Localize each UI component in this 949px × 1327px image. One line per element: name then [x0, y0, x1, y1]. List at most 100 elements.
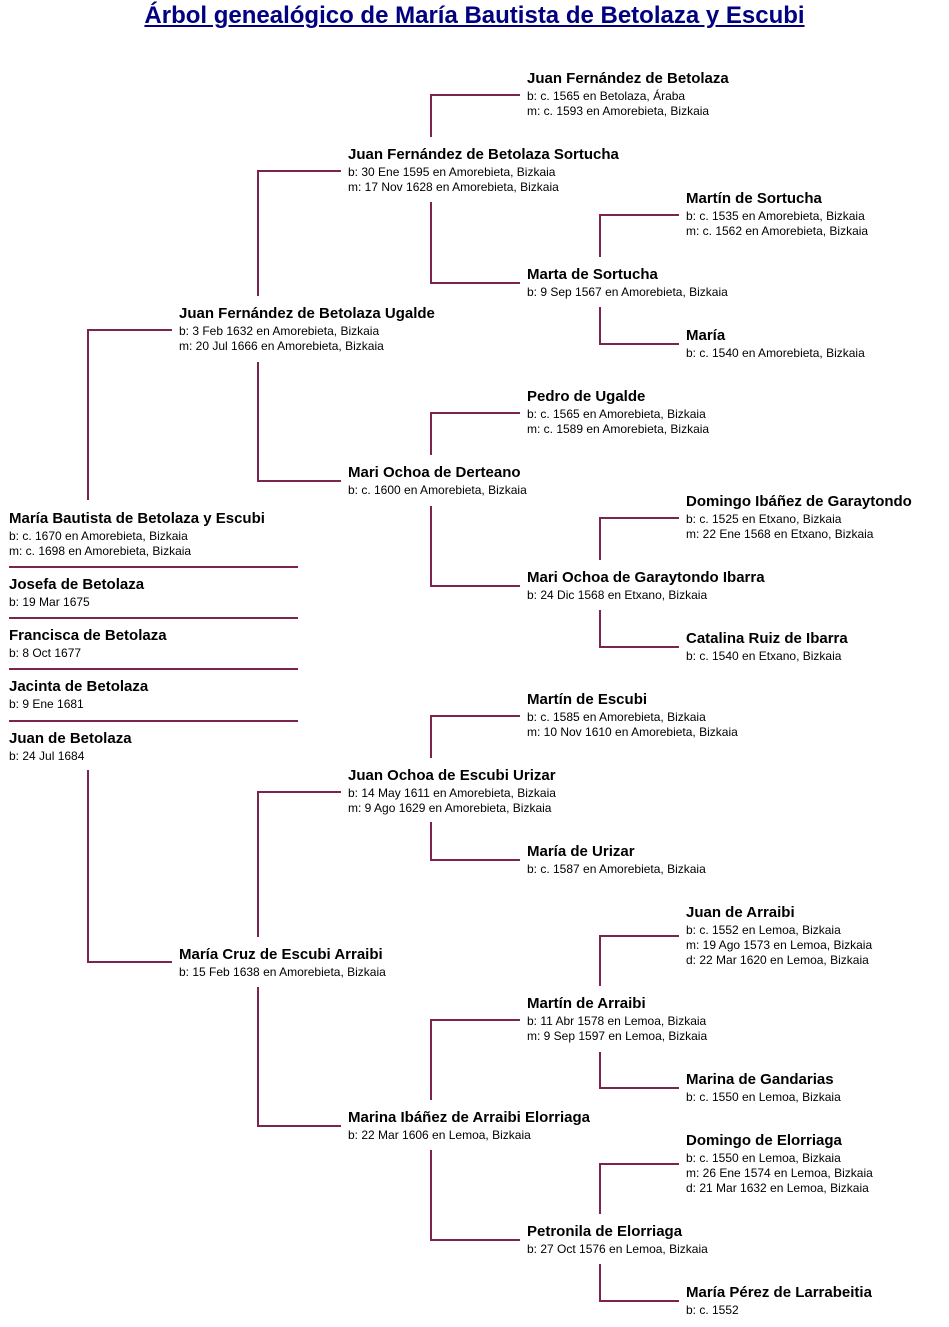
person-detail: b: c. 1552 en Lemoa, Bizkaia	[686, 923, 841, 937]
person-name: María Bautista de Betolaza y Escubi	[9, 510, 265, 527]
person-ffmf: Martín de Sortucha b: c. 1535 en Amorebie…	[686, 189, 868, 239]
connector-mf-father	[430, 715, 520, 758]
person-detail: b: 11 Abr 1578 en Lemoa, Bizkaia	[527, 1014, 707, 1028]
connector-fm-father	[430, 412, 520, 455]
connector-fm-mother	[430, 506, 520, 587]
person-detail: b: 9 Ene 1681	[9, 697, 84, 711]
connector-mf-mother	[430, 822, 520, 861]
person-detail: b: c. 1540 en Amorebieta, Bizkaia	[686, 346, 865, 360]
person-name: María Pérez de Larrabeitia	[686, 1284, 872, 1301]
person-detail: b: 19 Mar 1675	[9, 595, 90, 609]
person-m: María Cruz de Escubi Arraibi b: 15 Feb 16…	[179, 945, 386, 980]
person-mmmm: María Pérez de Larrabeitia b: c. 1552	[686, 1283, 872, 1318]
connector-mmf-father	[599, 935, 679, 986]
person-detail: b: 24 Jul 1684	[9, 749, 85, 763]
person-name: Martín de Sortucha	[686, 190, 822, 207]
person-detail: b: c. 1600 en Amorebieta, Bizkaia	[348, 483, 527, 497]
person-name: Mari Ochoa de Garaytondo Ibarra	[527, 569, 765, 586]
connector-mm-father	[430, 1019, 520, 1100]
person-name: Catalina Ruiz de Ibarra	[686, 630, 848, 647]
person-name: María	[686, 327, 726, 344]
connector-fmm-father	[599, 517, 679, 560]
person-detail: b: c. 1565 en Betolaza, Áraba	[527, 89, 686, 103]
person-mmmf: Domingo de Elorriaga b: c. 1550 en Lemoa,…	[686, 1131, 873, 1196]
person-ffmm: María b: c. 1540 en Amorebieta, Bizkaia	[686, 326, 865, 361]
person-detail: m: 17 Nov 1628 en Amorebieta, Bizkaia	[348, 180, 559, 194]
person-detail: b: 24 Dic 1568 en Etxano, Bizkaia	[527, 588, 708, 602]
person-name: Martín de Arraibi	[527, 995, 646, 1012]
person-detail: m: c. 1562 en Amorebieta, Bizkaia	[686, 224, 869, 238]
connector-mother	[87, 770, 172, 963]
connector-mmm-father	[599, 1163, 679, 1214]
person-fm: Mari Ochoa de Derteano b: c. 1600 en Amor…	[348, 463, 527, 498]
person-detail: b: c. 1565 en Amorebieta, Bizkaia	[527, 407, 706, 421]
person-name: Francisca de Betolaza	[9, 627, 167, 644]
person-name: Juan Fernández de Betolaza Ugalde	[179, 305, 435, 322]
person-detail: b: c. 1550 en Lemoa, Bizkaia	[686, 1151, 841, 1165]
person-detail: b: 30 Ene 1595 en Amorebieta, Bizkaia	[348, 165, 556, 179]
person-fmm: Mari Ochoa de Garaytondo Ibarra b: 24 Dic…	[527, 568, 765, 603]
person-name: Juan Ochoa de Escubi Urizar	[348, 767, 556, 784]
connector-m-mother	[257, 987, 341, 1127]
person-detail: b: c. 1587 en Amorebieta, Bizkaia	[527, 862, 706, 876]
connector-father	[87, 329, 172, 500]
person-sib3: Jacinta de Betolaza b: 9 Ene 1681	[9, 677, 148, 712]
connector-ffm-father	[599, 214, 679, 257]
person-detail: m: c. 1593 en Amorebieta, Bizkaia	[527, 104, 710, 118]
person-sib2: Francisca de Betolaza b: 8 Oct 1677	[9, 626, 167, 661]
person-name: Juan Fernández de Betolaza	[527, 70, 729, 87]
person-name: María Cruz de Escubi Arraibi	[179, 946, 383, 963]
connector-ff-mother	[430, 202, 520, 284]
connector-mm-mother	[430, 1150, 520, 1241]
person-detail: b: c. 1585 en Amorebieta, Bizkaia	[527, 710, 706, 724]
person-mmm: Petronila de Elorriaga b: 27 Oct 1576 en …	[527, 1222, 708, 1257]
connector-f-father	[257, 170, 341, 296]
person-detail: m: c. 1698 en Amorebieta, Bizkaia	[9, 544, 192, 558]
connector-mmm-mother	[599, 1264, 679, 1302]
person-detail: b: 15 Feb 1638 en Amorebieta, Bizkaia	[179, 965, 386, 979]
person-name: Domingo de Elorriaga	[686, 1132, 842, 1149]
person-detail: b: c. 1670 en Amorebieta, Bizkaia	[9, 529, 188, 543]
person-detail: b: c. 1550 en Lemoa, Bizkaia	[686, 1090, 841, 1104]
person-name: Mari Ochoa de Derteano	[348, 464, 521, 481]
person-name: María de Urizar	[527, 843, 635, 860]
person-detail: b: 3 Feb 1632 en Amorebieta, Bizkaia	[179, 324, 380, 338]
person-fff: Juan Fernández de Betolaza b: c. 1565 en …	[527, 69, 729, 119]
person-detail: m: 9 Ago 1629 en Amorebieta, Bizkaia	[348, 801, 552, 815]
person-detail: b: 27 Oct 1576 en Lemoa, Bizkaia	[527, 1242, 708, 1256]
person-name: Marina Ibáñez de Arraibi Elorriaga	[348, 1109, 591, 1126]
person-name: Juan Fernández de Betolaza Sortucha	[348, 146, 619, 163]
person-name: Marta de Sortucha	[527, 266, 658, 283]
person-detail: m: 26 Ene 1574 en Lemoa, Bizkaia	[686, 1166, 873, 1180]
person-name: Jacinta de Betolaza	[9, 678, 149, 695]
connector-mmf-mother	[599, 1052, 679, 1089]
person-detail: b: 9 Sep 1567 en Amorebieta, Bizkaia	[527, 285, 728, 299]
person-detail: d: 22 Mar 1620 en Lemoa, Bizkaia	[686, 953, 869, 967]
person-mf: Juan Ochoa de Escubi Urizar b: 14 May 161…	[348, 766, 556, 816]
connector-m-father	[257, 791, 341, 937]
person-detail: b: 14 May 1611 en Amorebieta, Bizkaia	[348, 786, 556, 800]
person-name: Petronila de Elorriaga	[527, 1223, 683, 1240]
person-ff: Juan Fernández de Betolaza Sortucha b: 30…	[348, 145, 619, 195]
person-detail: m: 10 Nov 1610 en Amorebieta, Bizkaia	[527, 725, 738, 739]
person-detail: d: 21 Mar 1632 en Lemoa, Bizkaia	[686, 1181, 869, 1195]
connector-fmm-mother	[599, 610, 679, 648]
person-detail: m: 22 Ene 1568 en Etxano, Bizkaia	[686, 527, 874, 541]
person-name: Domingo Ibáñez de Garaytondo	[686, 493, 912, 510]
connector-f-mother	[257, 362, 341, 482]
person-detail: b: 8 Oct 1677	[9, 646, 82, 660]
person-detail: b: c. 1535 en Amorebieta, Bizkaia	[686, 209, 865, 223]
person-fmmm: Catalina Ruiz de Ibarra b: c. 1540 en Etx…	[686, 629, 848, 664]
person-detail: m: 9 Sep 1597 en Lemoa, Bizkaia	[527, 1029, 708, 1043]
person-detail: m: 19 Ago 1573 en Lemoa, Bizkaia	[686, 938, 873, 952]
person-mfm: María de Urizar b: c. 1587 en Amorebieta,…	[527, 842, 706, 877]
person-name: Marina de Gandarias	[686, 1071, 834, 1088]
person-detail: b: c. 1552	[686, 1303, 739, 1317]
person-detail: b: c. 1540 en Etxano, Bizkaia	[686, 649, 842, 663]
